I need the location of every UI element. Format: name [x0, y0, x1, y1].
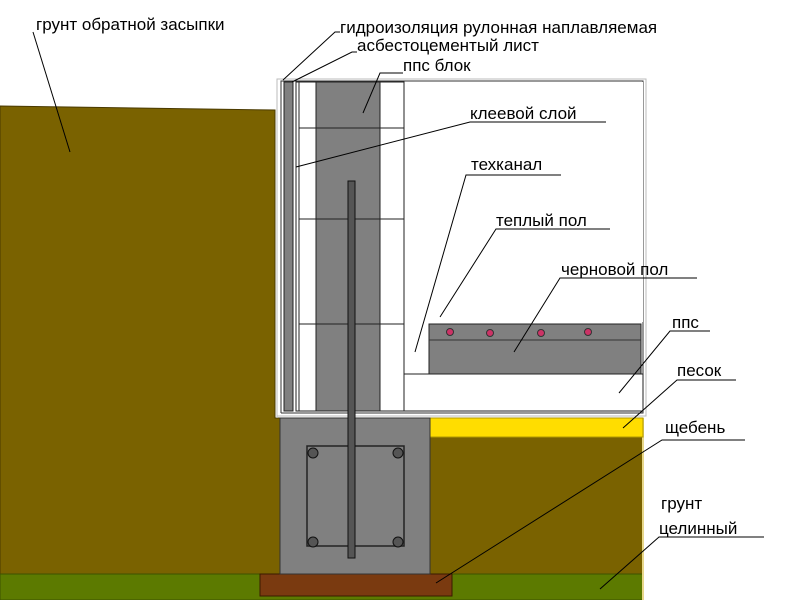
- waterproofing-contour: [276, 78, 647, 418]
- label-gravel: щебень: [665, 418, 725, 437]
- label-warm-floor: теплый пол: [496, 211, 587, 230]
- footing-pad: [259, 573, 453, 597]
- label-eps: ппс: [672, 313, 699, 332]
- heating-pipe: [486, 329, 494, 337]
- soil-under-slab: [430, 437, 643, 575]
- eps-block-outer: [298, 81, 317, 412]
- anchor-rebar: [347, 180, 356, 559]
- rebar-bar: [307, 536, 319, 548]
- rebar-bar: [307, 447, 319, 459]
- leader-lines: [32, 31, 764, 590]
- label-virgin-soil-1: грунт: [661, 494, 702, 513]
- heating-pipe: [537, 329, 545, 337]
- label-virgin-soil-2: целинный: [659, 519, 737, 538]
- label-sand: песок: [677, 361, 722, 380]
- sand-layer: [429, 417, 644, 438]
- eps-block-inner: [379, 81, 405, 412]
- heating-pipe: [446, 328, 454, 336]
- heating-pipe: [584, 328, 592, 336]
- label-eps-block: ппс блок: [403, 56, 471, 75]
- backfill-soil-left: [0, 105, 281, 576]
- label-waterproofing: гидроизоляция рулонная наплавляемая: [340, 18, 657, 37]
- floor-eps: [403, 373, 644, 412]
- label-subfloor: черновой пол: [561, 260, 668, 279]
- label-tech-channel: техканал: [471, 155, 542, 174]
- subfloor-slab: [428, 323, 642, 375]
- rebar-bar: [392, 447, 404, 459]
- waterproofing-contour-inner: [280, 80, 644, 414]
- rebar-bar: [392, 536, 404, 548]
- label-asbestos-sheet: асбестоцементый лист: [357, 36, 539, 55]
- label-glue-layer: клеевой слой: [470, 104, 577, 123]
- waterproofing-membrane: [283, 81, 294, 412]
- label-backfill-soil: грунт обратной засыпки: [36, 15, 225, 34]
